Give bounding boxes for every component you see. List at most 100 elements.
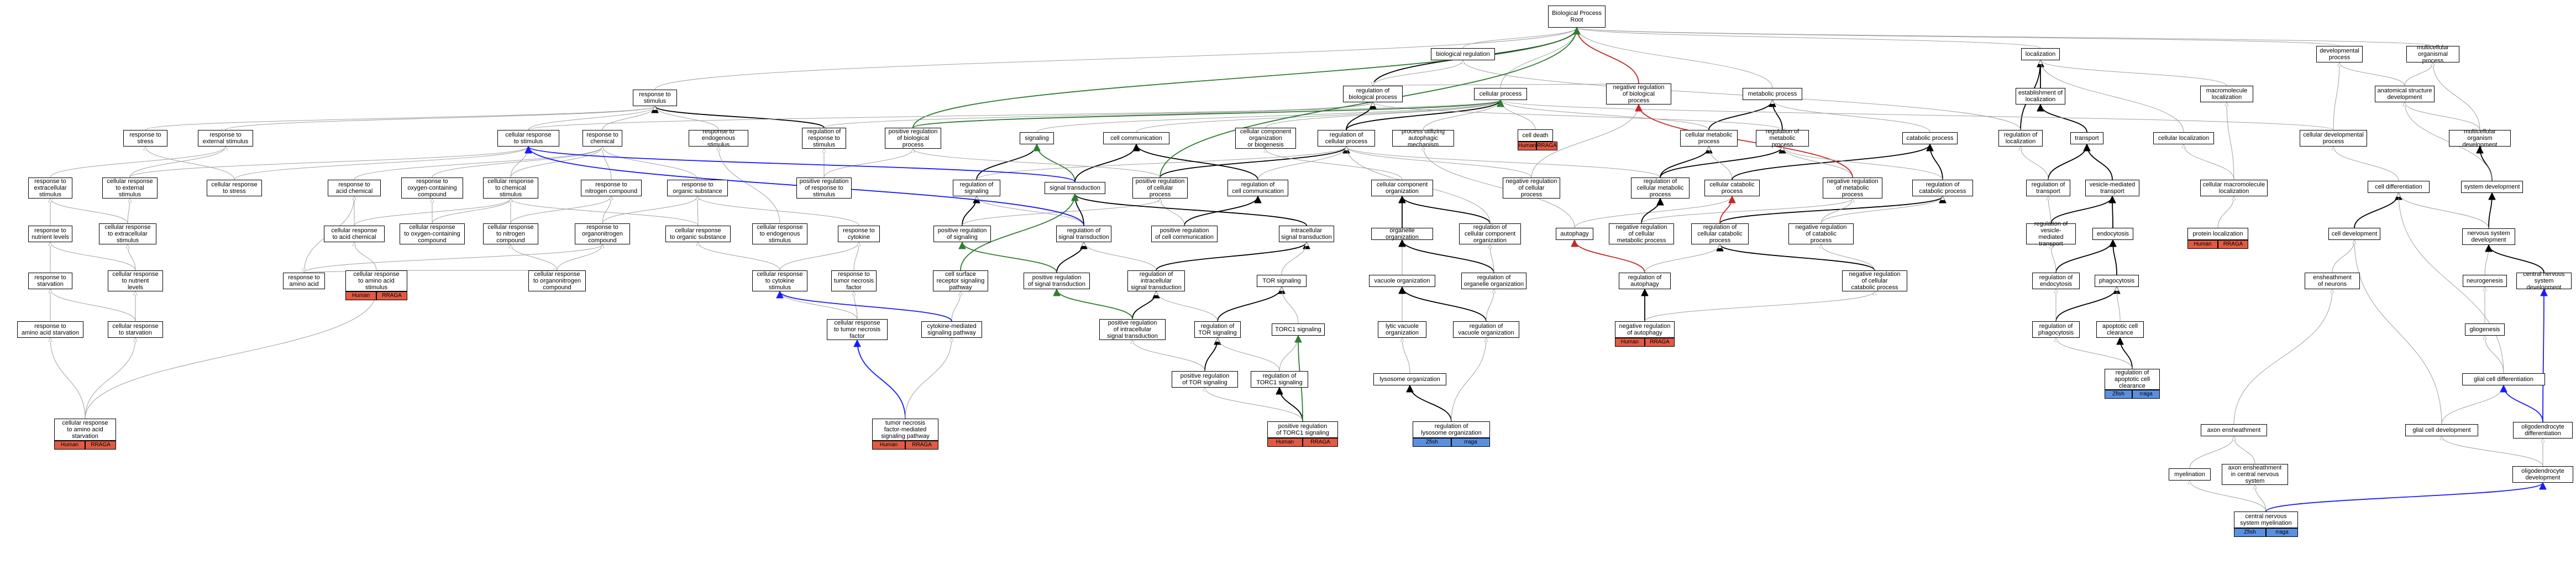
go-term-cellular-component-organization[interactable]: cellular component organization bbox=[1371, 180, 1433, 196]
go-term-multicellular-organismal-process[interactable]: multicellular organismal process bbox=[2406, 44, 2459, 64]
go-term-response-to-endogenous-stimulus[interactable]: response to endogenous stimulus bbox=[689, 128, 748, 148]
go-term-regulation-of-biological-process[interactable]: regulation of biological process bbox=[1343, 86, 1403, 102]
go-term-intracellular-signal-transduction[interactable]: intracellular signal transduction bbox=[1279, 226, 1334, 242]
go-term-process-utilizing-autophagic-mechanism[interactable]: process utilizing autophagic mechanism bbox=[1392, 128, 1454, 148]
go-term-response-to-extracellular-stimulus[interactable]: response to extracellular stimulus bbox=[28, 178, 72, 199]
go-term-positive-regulation-of-biological-process[interactable]: positive regulation of biological proces… bbox=[885, 128, 941, 149]
go-term-cellular-localization[interactable]: cellular localization bbox=[2153, 132, 2214, 144]
go-term-cellular-response-to-nitrogen-compound[interactable]: cellular response to nitrogen compound bbox=[483, 223, 538, 244]
go-term-cell-development[interactable]: cell development bbox=[2328, 228, 2380, 240]
go-term-cellular-response-to-amino-acid-stimulus[interactable]: cellular response to amino acid stimulus bbox=[345, 270, 407, 291]
go-term-regulation-of-tor-signaling[interactable]: regulation of TOR signaling bbox=[1194, 321, 1241, 338]
go-term-ensheathment-of-neurons[interactable]: ensheathment of neurons bbox=[2305, 273, 2360, 289]
go-term-axon-ensheathment[interactable]: axon ensheathment bbox=[2201, 424, 2267, 436]
go-term-cellular-response-to-chemical-stimulus[interactable]: cellular response to chemical stimulus bbox=[483, 178, 538, 199]
go-term-positive-regulation-of-signal-transduction[interactable]: positive regulation of signal transducti… bbox=[1024, 273, 1090, 289]
go-term-regulation-of-localization[interactable]: regulation of localization bbox=[1998, 130, 2043, 147]
go-term-system-development[interactable]: system development bbox=[2461, 181, 2523, 193]
go-term-cytokine-mediated-signaling-pathway[interactable]: cytokine-mediated signaling pathway bbox=[921, 321, 982, 338]
go-term-apoptotic-cell-clearance[interactable]: apoptotic cell clearance bbox=[2096, 321, 2144, 338]
go-term-response-to-organonitrogen-compound[interactable]: response to organonitrogen compound bbox=[575, 223, 630, 244]
go-term-cellular-response-to-starvation[interactable]: cellular response to starvation bbox=[108, 321, 163, 338]
go-term-positive-regulation-of-intracellular-signal-transduction[interactable]: positive regulation of intracellular sig… bbox=[1099, 319, 1166, 340]
go-term-cellular-response-to-stimulus[interactable]: cellular response to stimulus bbox=[497, 130, 559, 147]
go-term-negative-regulation-of-cellular-catabolic-process[interactable]: negative regulation of cellular cataboli… bbox=[1842, 270, 1907, 291]
go-term-glial-cell-differentiation[interactable]: glial cell differentiation bbox=[2462, 373, 2545, 385]
go-term-cellular-response-to-organonitrogen-compound[interactable]: cellular response to organonitrogen comp… bbox=[528, 270, 586, 291]
go-term-cellular-metabolic-process[interactable]: cellular metabolic process bbox=[1680, 130, 1738, 147]
go-term-central-nervous-system-myelination[interactable]: central nervous system myelination bbox=[2234, 511, 2298, 528]
go-term-cell-death[interactable]: cell death bbox=[1518, 129, 1553, 142]
go-term-cellular-developmental-process[interactable]: cellular developmental process bbox=[2300, 130, 2367, 147]
go-term-transport[interactable]: transport bbox=[2070, 132, 2103, 144]
go-term-regulation-of-apoptotic-cell-clearance[interactable]: regulation of apoptotic cell clearance bbox=[2105, 369, 2160, 390]
go-term-regulation-of-endocytosis[interactable]: regulation of endocytosis bbox=[2032, 273, 2080, 289]
go-term-cellular-response-to-stress[interactable]: cellular response to stress bbox=[207, 180, 262, 196]
go-term-positive-regulation-of-torc1-signaling[interactable]: positive regulation of TORC1 signaling bbox=[1267, 421, 1338, 438]
go-term-establishment-of-localization[interactable]: establishment of localization bbox=[2016, 88, 2065, 105]
go-term-negative-regulation-of-cellular-metabolic-process[interactable]: negative regulation of cellular metaboli… bbox=[1609, 223, 1674, 244]
go-term-catabolic-process[interactable]: catabolic process bbox=[1902, 132, 1958, 144]
go-term-cellular-response-to-oxygen-containing-compound[interactable]: cellular response to oxygen-containing c… bbox=[400, 223, 465, 244]
go-term-phagocytosis[interactable]: phagocytosis bbox=[2095, 275, 2139, 287]
go-term-response-to-stimulus[interactable]: response to stimulus bbox=[633, 90, 677, 106]
go-term-cellular-response-to-extracellular-stimulus[interactable]: cellular response to extracellular stimu… bbox=[99, 223, 156, 244]
go-term-biological-process-root[interactable]: Biological Process Root bbox=[1548, 6, 1606, 28]
go-term-anatomical-structure-development[interactable]: anatomical structure development bbox=[2375, 86, 2435, 102]
go-term-cellular-process[interactable]: cellular process bbox=[1474, 88, 1527, 100]
go-term-tumor-necrosis-factor-mediated-signaling-pathway[interactable]: tumor necrosis factor-mediated signaling… bbox=[872, 419, 938, 441]
go-term-regulation-of-signaling[interactable]: regulation of signaling bbox=[953, 180, 1000, 196]
go-term-response-to-amino-acid[interactable]: response to amino acid bbox=[283, 273, 325, 289]
go-term-response-to-chemical[interactable]: response to chemical bbox=[583, 130, 622, 147]
go-term-cellular-response-to-tumor-necrosis-factor[interactable]: cellular response to tumor necrosis fact… bbox=[827, 319, 888, 340]
go-term-regulation-of-intracellular-signal-transduction[interactable]: regulation of intracellular signal trans… bbox=[1127, 270, 1185, 291]
go-term-response-to-external-stimulus[interactable]: response to external stimulus bbox=[198, 130, 253, 147]
go-term-lysosome-organization[interactable]: lysosome organization bbox=[1373, 373, 1446, 385]
go-term-cellular-response-to-endogenous-stimulus[interactable]: cellular response to endogenous stimulus bbox=[752, 223, 807, 244]
go-term-regulation-of-phagocytosis[interactable]: regulation of phagocytosis bbox=[2032, 321, 2080, 338]
go-term-localization[interactable]: localization bbox=[2021, 48, 2060, 60]
go-term-cell-differentiation[interactable]: cell differentiation bbox=[2368, 181, 2430, 193]
go-term-cell-surface-receptor-signaling-pathway[interactable]: cell surface receptor signaling pathway bbox=[933, 270, 988, 291]
go-term-cellular-response-to-cytokine-stimulus[interactable]: cellular response to cytokine stimulus bbox=[752, 270, 807, 291]
go-term-torc1-signaling[interactable]: TORC1 signaling bbox=[1272, 323, 1325, 336]
go-term-regulation-of-torc1-signaling[interactable]: regulation of TORC1 signaling bbox=[1251, 371, 1308, 388]
go-term-autophagy[interactable]: autophagy bbox=[1556, 228, 1593, 240]
go-term-vacuole-organization[interactable]: vacuole organization bbox=[1369, 275, 1435, 287]
go-term-regulation-of-autophagy[interactable]: regulation of autophagy bbox=[1619, 273, 1671, 289]
go-term-negative-regulation-of-autophagy[interactable]: negative regulation of autophagy bbox=[1615, 321, 1675, 338]
go-term-regulation-of-cellular-component-organization[interactable]: regulation of cellular component organiz… bbox=[1459, 223, 1521, 244]
go-term-protein-localization[interactable]: protein localization bbox=[2187, 228, 2248, 240]
go-term-response-to-tumor-necrosis-factor[interactable]: response to tumor necrosis factor bbox=[831, 270, 877, 291]
go-term-cellular-catabolic-process[interactable]: cellular catabolic process bbox=[1704, 180, 1760, 196]
go-term-response-to-cytokine[interactable]: response to cytokine bbox=[838, 226, 880, 242]
go-term-response-to-nitrogen-compound[interactable]: response to nitrogen compound bbox=[581, 180, 642, 196]
go-term-biological-regulation[interactable]: biological regulation bbox=[1431, 48, 1495, 60]
go-term-glial-cell-development[interactable]: glial cell development bbox=[2405, 424, 2478, 436]
go-term-positive-regulation-of-response-to-stimulus[interactable]: positive regulation of response to stimu… bbox=[796, 178, 852, 199]
go-term-organelle-organization[interactable]: organelle organization bbox=[1371, 227, 1433, 241]
go-term-regulation-of-cellular-process[interactable]: regulation of cellular process bbox=[1318, 130, 1375, 147]
go-term-positive-regulation-of-cellular-process[interactable]: positive regulation of cellular process bbox=[1132, 178, 1188, 199]
go-term-lytic-vacuole-organization[interactable]: lytic vacuole organization bbox=[1378, 321, 1426, 338]
go-term-metabolic-process[interactable]: metabolic process bbox=[1743, 88, 1802, 100]
go-term-oligodendrocyte-differentiation[interactable]: oligodendrocyte differentiation bbox=[2513, 422, 2573, 439]
go-term-multicellular-organism-development[interactable]: multicellular organism development bbox=[2449, 128, 2511, 148]
go-term-signaling[interactable]: signaling bbox=[1020, 132, 1054, 144]
go-term-response-to-oxygen-containing-compound[interactable]: response to oxygen-containing compound bbox=[401, 178, 463, 199]
go-term-negative-regulation-of-catabolic-process[interactable]: negative regulation of catabolic process bbox=[1788, 223, 1854, 244]
go-term-neurogenesis[interactable]: neurogenesis bbox=[2463, 275, 2507, 287]
go-term-regulation-of-transport[interactable]: regulation of transport bbox=[2026, 180, 2070, 196]
go-term-regulation-of-metabolic-process[interactable]: regulation of metabolic process bbox=[1756, 128, 1809, 148]
go-term-axon-ensheathment-in-central-nervous-system[interactable]: axon ensheathment in central nervous sys… bbox=[2222, 464, 2288, 485]
go-term-cell-communication[interactable]: cell communication bbox=[1103, 132, 1169, 144]
go-term-regulation-of-lysosome-organization[interactable]: regulation of lysosome organization bbox=[1413, 421, 1490, 438]
go-term-macromolecule-localization[interactable]: macromolecule localization bbox=[2200, 86, 2253, 102]
go-term-negative-regulation-of-cellular-process[interactable]: negative regulation of cellular process bbox=[1503, 178, 1560, 199]
go-term-tor-signaling[interactable]: TOR signaling bbox=[1257, 275, 1307, 287]
go-term-response-to-nutrient-levels[interactable]: response to nutrient levels bbox=[28, 226, 72, 242]
go-term-response-to-amino-acid-starvation[interactable]: response to amino acid starvation bbox=[17, 321, 83, 338]
go-term-oligodendrocyte-development[interactable]: oligodendrocyte development bbox=[2512, 466, 2573, 483]
go-term-cellular-response-to-nutrient-levels[interactable]: cellular response to nutrient levels bbox=[108, 270, 163, 291]
go-term-regulation-of-signal-transduction[interactable]: regulation of signal transduction bbox=[1056, 226, 1111, 242]
